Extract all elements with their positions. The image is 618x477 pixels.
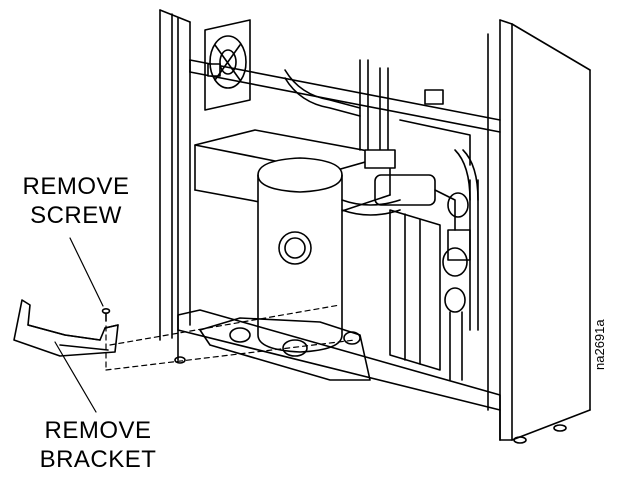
remove-bracket-label: REMOVE BRACKET [24,416,172,474]
remove-bracket-line2: BRACKET [39,446,157,473]
remove-screw-line1: REMOVE [22,173,130,200]
remove-screw-line2: SCREW [30,202,122,229]
figure-id: na2691a [592,319,607,370]
leader-lines [54,237,104,413]
compressor [257,157,401,353]
fan-assembly [204,19,251,111]
cabinet-frame [159,9,591,441]
screw-icon [101,307,111,322]
side-panel [389,209,441,371]
removed-bracket [13,299,119,357]
top-rail [189,59,501,133]
remove-screw-label: REMOVE SCREW [0,172,152,230]
base-plate [174,309,567,444]
alignment-lines [105,304,356,371]
remove-bracket-line1: REMOVE [44,417,152,444]
right-pipework [374,174,479,381]
